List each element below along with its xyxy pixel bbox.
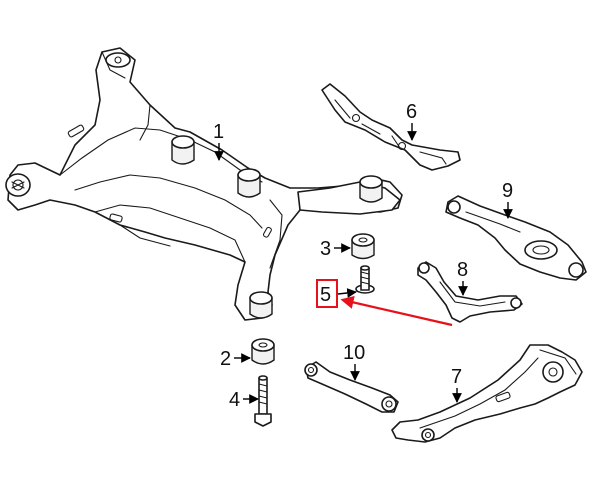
callout-label-3: 3: [320, 238, 331, 260]
callout-label-1: 1: [213, 121, 224, 143]
callout-label-9: 9: [502, 180, 513, 202]
lower-control-arm-part: [445, 195, 587, 281]
callout-label-5: 5: [320, 284, 331, 306]
trailing-arm-part: [391, 344, 583, 443]
callout-label-4: 4: [229, 389, 240, 411]
callout-5: 5: [316, 279, 453, 327]
callout-2: 2: [220, 348, 251, 370]
subframe-part: [5, 47, 403, 321]
callout-6: 6: [406, 101, 417, 141]
bushing-part-2: [251, 338, 275, 365]
bracket-part: [321, 83, 461, 171]
callout-1: 1: [213, 121, 224, 161]
callout-10: 10: [343, 342, 365, 381]
callout-label-2: 2: [220, 348, 231, 370]
bushing-part-3: [351, 233, 375, 260]
highlight-box: [316, 279, 338, 308]
callout-8: 8: [457, 259, 468, 296]
lateral-link-part: [304, 361, 399, 413]
callout-label-6: 6: [406, 101, 417, 123]
highlight-arrow: [340, 295, 453, 327]
callout-3: 3: [320, 238, 351, 260]
bolt-part-4: [254, 375, 272, 427]
callout-label-7: 7: [451, 366, 462, 388]
callout-9: 9: [502, 180, 513, 219]
bolt-part-5: [355, 265, 375, 294]
callout-7: 7: [451, 366, 462, 403]
upper-control-arm-part: [417, 261, 523, 323]
callout-4: 4: [229, 389, 259, 411]
callout-label-10: 10: [343, 342, 365, 364]
callout-label-8: 8: [457, 259, 468, 281]
